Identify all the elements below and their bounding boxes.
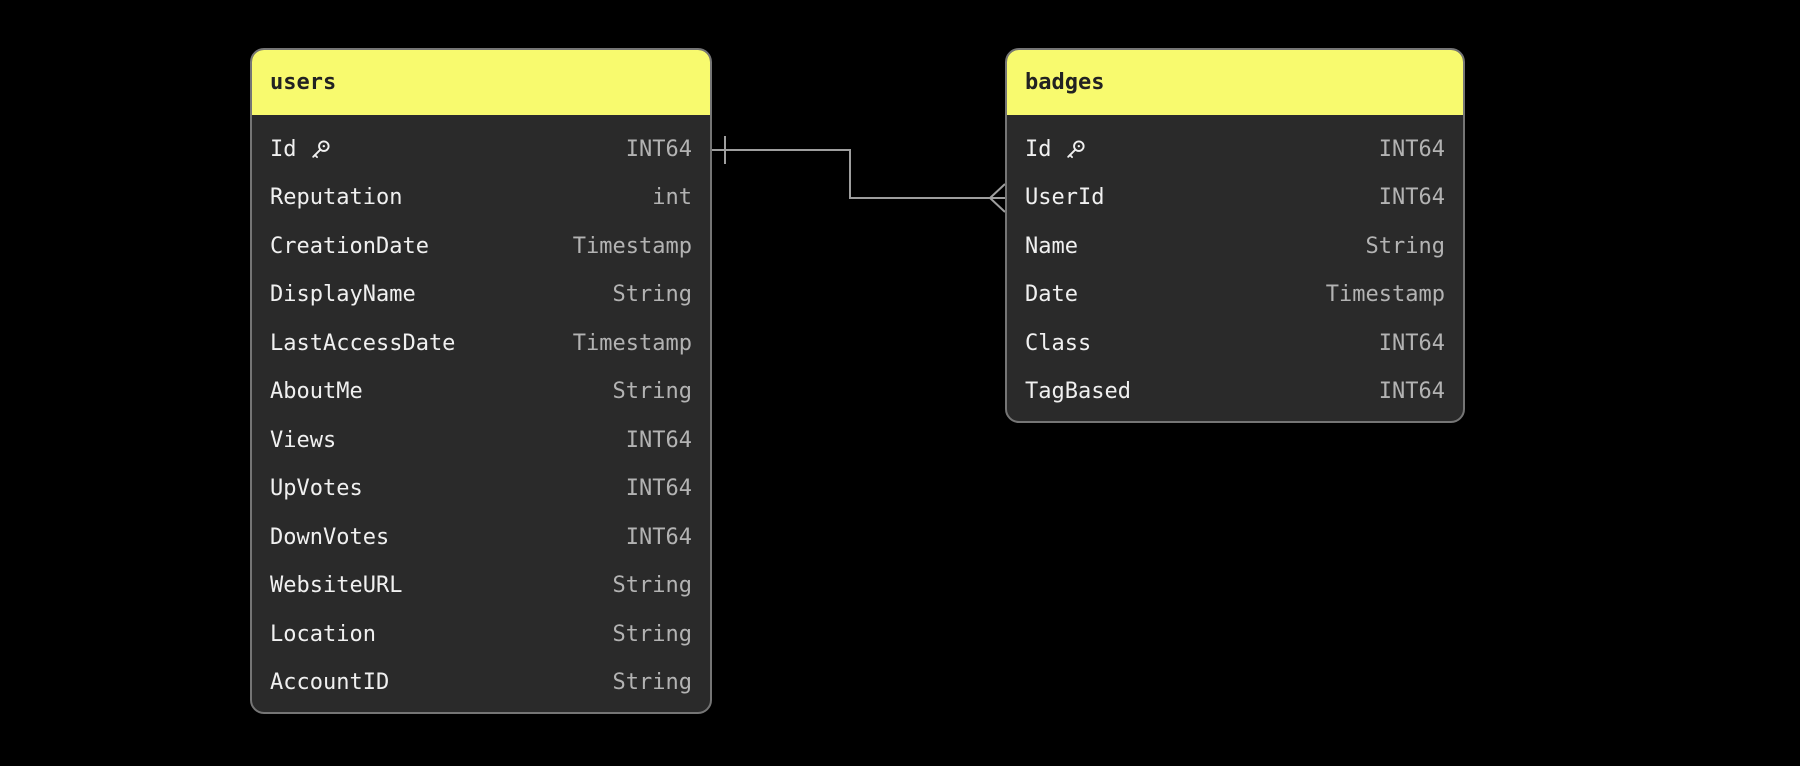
field-row: WebsiteURL String xyxy=(252,562,710,611)
field-type: String xyxy=(612,282,692,308)
field-name: Reputation xyxy=(270,185,403,211)
field-name-group: Location xyxy=(270,622,376,647)
field-row: Reputation int xyxy=(252,174,710,223)
field-name-group: TagBased xyxy=(1025,379,1131,404)
field-name: UpVotes xyxy=(270,476,363,502)
field-type: INT64 xyxy=(1378,185,1445,211)
field-type: String xyxy=(612,621,692,647)
field-type: Timestamp xyxy=(1325,282,1445,308)
field-row: DownVotes INT64 xyxy=(252,513,710,562)
field-name-group: Reputation xyxy=(270,185,402,210)
connector-path xyxy=(712,149,990,199)
field-row: LastAccessDate Timestamp xyxy=(252,319,710,368)
field-name-group: Id xyxy=(1025,137,1088,162)
field-list: Id INT64 Reputation int CreationDate Tim… xyxy=(252,115,710,712)
field-type: INT64 xyxy=(625,136,692,162)
field-row: Name String xyxy=(1007,222,1463,271)
field-type: String xyxy=(1365,233,1445,259)
field-row: CreationDate Timestamp xyxy=(252,222,710,271)
field-name: Name xyxy=(1025,233,1078,259)
field-name-group: Name xyxy=(1025,234,1078,259)
field-type: INT64 xyxy=(625,476,692,502)
field-row: Location String xyxy=(252,610,710,659)
field-row: UserId INT64 xyxy=(1007,174,1463,223)
field-name: Class xyxy=(1025,330,1092,356)
field-type: String xyxy=(612,573,692,599)
field-type: Timestamp xyxy=(572,233,692,259)
field-name-group: UserId xyxy=(1025,185,1104,210)
field-name: Id xyxy=(1025,136,1052,162)
field-row: Class INT64 xyxy=(1007,319,1463,368)
field-row: UpVotes INT64 xyxy=(252,465,710,514)
field-type: int xyxy=(652,185,692,211)
field-row: Id INT64 xyxy=(252,125,710,174)
field-name: Views xyxy=(270,427,337,453)
key-icon xyxy=(1066,140,1085,158)
field-row: AccountID String xyxy=(252,659,710,708)
field-type: String xyxy=(612,670,692,696)
field-name: UserId xyxy=(1025,185,1105,211)
field-name-group: Class xyxy=(1025,331,1091,356)
key-icon xyxy=(311,140,330,158)
table-title: badges xyxy=(1025,70,1105,95)
field-row: DisplayName String xyxy=(252,271,710,320)
field-list: Id INT64 UserId INT64 Name String Date T… xyxy=(1007,115,1463,421)
field-name: AboutMe xyxy=(270,379,363,405)
field-name: Location xyxy=(270,621,376,647)
field-row: Id INT64 xyxy=(1007,125,1463,174)
field-name: DownVotes xyxy=(270,524,390,550)
field-name: DisplayName xyxy=(270,282,416,308)
field-row: Views INT64 xyxy=(252,416,710,465)
field-name-group: LastAccessDate xyxy=(270,331,455,356)
field-name-group: AboutMe xyxy=(270,379,363,404)
field-type: String xyxy=(612,379,692,405)
field-name: Id xyxy=(270,136,297,162)
field-name: CreationDate xyxy=(270,233,429,259)
field-name-group: DownVotes xyxy=(270,525,389,550)
field-row: TagBased INT64 xyxy=(1007,368,1463,417)
field-name: TagBased xyxy=(1025,379,1131,405)
field-name-group: DisplayName xyxy=(270,282,416,307)
table-card-users[interactable]: users Id INT64 Reputation int CreationDa… xyxy=(250,48,712,714)
field-type: INT64 xyxy=(1378,136,1445,162)
field-type: INT64 xyxy=(625,524,692,550)
table-header[interactable]: users xyxy=(252,50,710,115)
field-name-group: UpVotes xyxy=(270,476,363,501)
cardinality-many-crowfoot xyxy=(988,183,1006,213)
table-title: users xyxy=(270,70,337,95)
field-name-group: CreationDate xyxy=(270,234,429,259)
field-name: LastAccessDate xyxy=(270,330,456,356)
field-row: AboutMe String xyxy=(252,368,710,417)
field-type: INT64 xyxy=(625,427,692,453)
field-name-group: WebsiteURL xyxy=(270,573,402,598)
field-name: Date xyxy=(1025,282,1078,308)
field-row: Date Timestamp xyxy=(1007,271,1463,320)
field-type: Timestamp xyxy=(572,330,692,356)
field-type: INT64 xyxy=(1378,330,1445,356)
table-header[interactable]: badges xyxy=(1007,50,1463,115)
field-name-group: Views xyxy=(270,428,336,453)
table-card-badges[interactable]: badges Id INT64 UserId INT64 Name String… xyxy=(1005,48,1465,423)
field-name: AccountID xyxy=(270,670,390,696)
field-name-group: Date xyxy=(1025,282,1078,307)
field-name-group: AccountID xyxy=(270,670,389,695)
field-name: WebsiteURL xyxy=(270,573,403,599)
field-type: INT64 xyxy=(1378,379,1445,405)
field-name-group: Id xyxy=(270,137,333,162)
